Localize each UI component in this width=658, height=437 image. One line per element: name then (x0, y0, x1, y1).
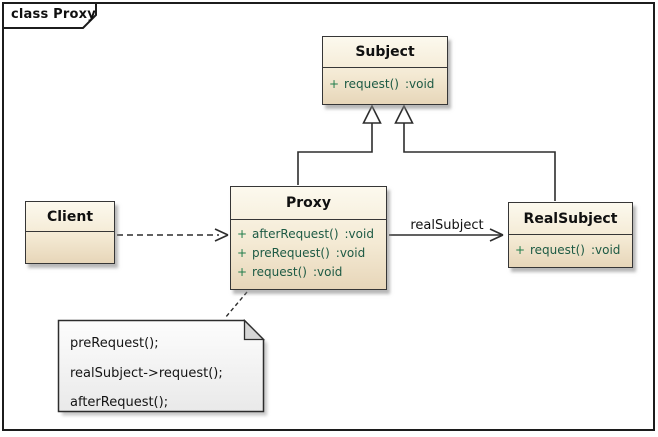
class-name-subject: Subject (323, 37, 447, 68)
title-tab (2, 2, 97, 29)
generalization-proxy-subject (297, 104, 382, 185)
visibility-plus: + (329, 77, 340, 91)
class-box-realsubject: RealSubject + request() :void (508, 202, 633, 268)
association-proxy-realsubject: realSubject (389, 218, 504, 242)
visibility-plus: + (237, 265, 248, 279)
note-line: afterRequest(); (70, 395, 169, 410)
class-box-client: Client (25, 201, 115, 264)
class-name-client: Client (26, 202, 114, 232)
empty-compartment (26, 232, 114, 261)
member-name: preRequest() (252, 246, 330, 260)
diagram-title: class Proxy (11, 7, 96, 22)
class-box-subject: Subject + request() :void (322, 36, 448, 105)
diagram-frame-border (2, 2, 655, 431)
visibility-plus: + (237, 246, 248, 260)
member-row: + afterRequest() :void (231, 225, 386, 244)
note-folded-corner (243, 318, 266, 341)
visibility-plus: + (237, 227, 248, 241)
class-name-proxy: Proxy (231, 187, 386, 220)
note-code: preRequest(); realSubject->request(); af… (58, 320, 263, 412)
member-row: + request() :void (509, 241, 620, 260)
note-link (224, 291, 248, 319)
class-box-proxy: Proxy + afterRequest() :void + preReques… (230, 186, 387, 290)
open-arrowhead (214, 228, 229, 242)
member-type: :void (312, 265, 343, 279)
member-type: :void (590, 242, 621, 257)
member-row: + request() :void (323, 75, 434, 94)
member-type: :void (404, 77, 435, 91)
member-type: :void (335, 246, 366, 260)
member-name: request() (530, 242, 585, 257)
generalization-realsubject-subject (394, 104, 556, 201)
member-row: + preRequest() :void (231, 244, 386, 263)
association-label-realsubject: realSubject (410, 218, 483, 233)
member-name: afterRequest() (252, 227, 339, 241)
member-name: request() (344, 77, 399, 91)
dependency-client-proxy (117, 228, 229, 242)
hollow-triangle-arrowhead (362, 104, 382, 124)
note-line: realSubject->request(); (70, 365, 223, 381)
member-name: request() (252, 265, 307, 279)
visibility-plus: + (515, 242, 526, 257)
member-row: + request() :void (231, 263, 386, 282)
open-arrowhead (489, 228, 504, 242)
note-shape (57, 318, 267, 416)
class-name-realsubject: RealSubject (509, 203, 632, 235)
note-line: preRequest(); (70, 336, 159, 351)
member-type: :void (344, 227, 374, 241)
note-body (57, 319, 265, 413)
hollow-triangle-arrowhead (394, 104, 414, 124)
